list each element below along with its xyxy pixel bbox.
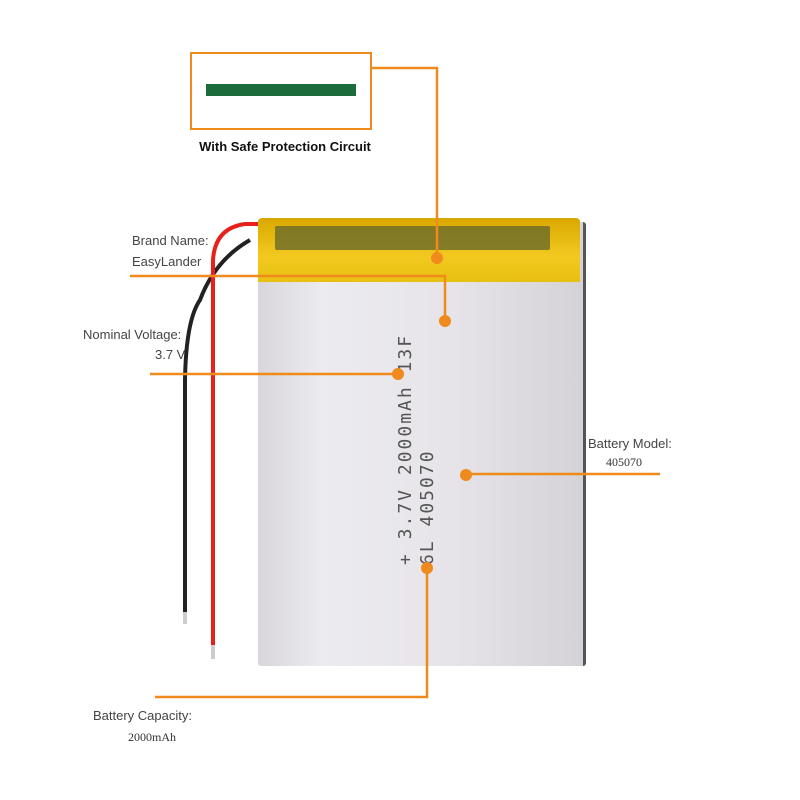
capacity-leader [155,568,429,699]
black-wire-tip [183,612,187,624]
inset-leader [370,66,439,258]
brand-dot [439,315,451,327]
brand-title: Brand Name: [132,233,209,248]
inset-caption: With Safe Protection Circuit [199,139,371,154]
model-value: 405070 [606,455,642,469]
capacity-title: Battery Capacity: [93,708,192,723]
protection-circuit-inset [190,52,372,130]
circuit-board-image [206,84,356,96]
capacity-value: 2000mAh [128,730,176,744]
brand-leader [130,274,447,320]
model-title: Battery Model: [588,436,672,451]
red-wire [211,222,360,656]
brand-value: EasyLander [132,254,202,269]
protection-circuit-board [275,226,550,250]
black-wire [183,238,251,622]
voltage-value: 3.7 V [155,347,186,362]
voltage-title: Nominal Voltage: [83,327,182,342]
model-dot [460,469,472,481]
battery-body [258,222,586,666]
voltage-dot [392,368,404,380]
capacity-dot [421,562,433,574]
red-wire-tip [211,645,215,659]
inset-dot [431,252,443,264]
